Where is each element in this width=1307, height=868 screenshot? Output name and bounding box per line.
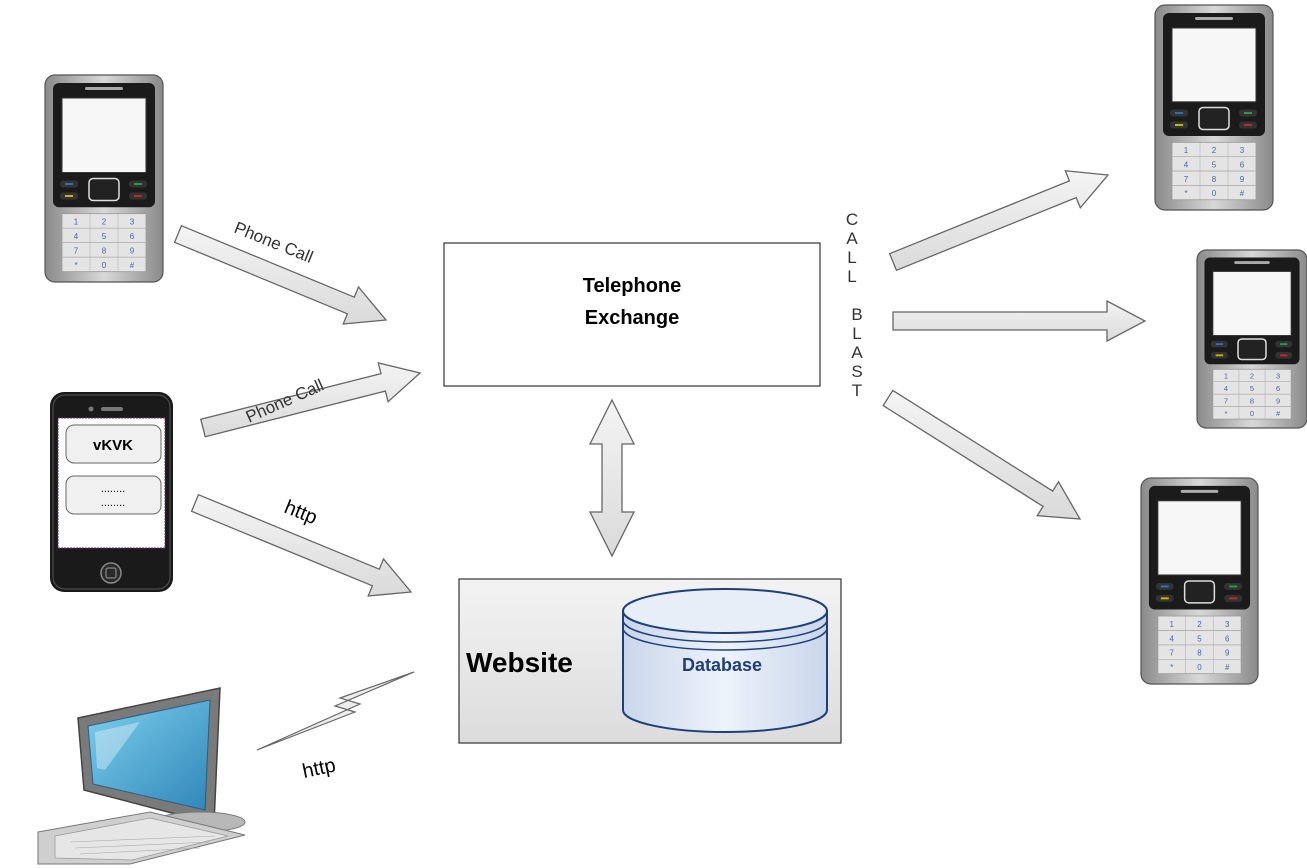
exchange-label-line2: Exchange	[585, 307, 679, 329]
keypad-key: 4	[1170, 634, 1175, 643]
keypad-key: 9	[1240, 175, 1245, 184]
keypad-key: 6	[1240, 160, 1245, 169]
keypad-key: 4	[1224, 384, 1228, 393]
exchange-website-double-arrow	[588, 398, 636, 558]
recipient-phone-mid-icon: 1 2 3 4 5 6 7 8 9 * 0 #	[1196, 249, 1307, 429]
call-blast-arrow-mid	[892, 299, 1147, 343]
keypad-key: 0	[102, 261, 107, 270]
vkvk-app-button[interactable]	[65, 424, 162, 464]
call-blast-letter: C	[846, 210, 858, 229]
call-blast-arrow-top	[888, 169, 1110, 272]
keypad-key: 4	[1184, 160, 1189, 169]
call-blast-letter: A	[851, 343, 863, 362]
keypad-key: 8	[1212, 175, 1217, 184]
keypad-key: #	[1225, 663, 1230, 672]
keypad-key: 0	[1212, 189, 1217, 198]
call-blast-letter: L	[852, 324, 861, 343]
keypad-key: 4	[74, 232, 79, 241]
keypad-key: 2	[1250, 372, 1254, 381]
phone-call-arrow-top	[173, 224, 388, 325]
call-blast-letter: B	[851, 305, 862, 324]
keypad-key: 5	[1212, 160, 1217, 169]
keypad-key: #	[1240, 189, 1245, 198]
keypad-key: 0	[1250, 409, 1254, 418]
keypad-key: 5	[102, 232, 107, 241]
keypad-key: 9	[1276, 397, 1280, 406]
smartphone-icon: vKVK ........ ........	[50, 392, 173, 592]
keypad-key: 7	[74, 247, 79, 256]
http-lightning-icon	[256, 671, 415, 751]
http-label-computer: http	[300, 754, 337, 782]
exchange-label-line1: Telephone	[583, 275, 682, 297]
placeholder-dots-1: ........	[101, 483, 125, 495]
database-label: Database	[682, 655, 762, 675]
http-arrow-smartphone	[190, 493, 413, 597]
keypad-key: *	[1224, 409, 1227, 418]
telephone-exchange-node: Telephone Exchange	[443, 242, 821, 387]
keypad-key: 8	[102, 247, 107, 256]
home-button-icon	[100, 562, 122, 584]
keypad-key: 3	[1276, 372, 1280, 381]
vkvk-app-label: vKVK	[93, 437, 133, 454]
keypad-key: 3	[130, 218, 135, 227]
call-blast-arrow-bottom	[882, 389, 1082, 520]
caller-phone-icon: 1 2 3 4 5 6 7 8 9 * 0 #	[44, 74, 164, 283]
database-icon	[622, 588, 828, 733]
keypad-key: *	[1184, 189, 1187, 198]
keypad-key: 7	[1170, 649, 1174, 658]
desktop-computer-icon	[37, 687, 246, 865]
keypad-key: #	[1276, 409, 1281, 418]
keypad-key: 6	[1225, 634, 1230, 643]
phone-call-arrow-mid	[200, 362, 422, 438]
keypad-key: 2	[1197, 620, 1201, 629]
call-blast-letter: A	[846, 229, 858, 248]
keypad-key: 8	[1250, 397, 1254, 406]
keypad-key: 7	[1184, 175, 1189, 184]
app-placeholder-button[interactable]	[65, 475, 162, 515]
keypad-key: 0	[1197, 663, 1202, 672]
keypad-key: 2	[1212, 146, 1217, 155]
http-label-smartphone: http	[281, 496, 320, 529]
call-blast-letter: S	[851, 362, 862, 381]
keypad-key: 1	[1224, 372, 1228, 381]
call-blast-letter: L	[847, 267, 856, 286]
recipient-phone-bottom-icon: 1 2 3 4 5 6 7 8 9 * 0 #	[1140, 477, 1259, 685]
keypad-key: *	[1170, 663, 1173, 672]
recipient-phone-top-icon: 1 2 3 4 5 6 7 8 9 * 0 #	[1154, 4, 1274, 211]
keypad-key: 3	[1240, 146, 1245, 155]
keypad-key: 1	[1170, 620, 1175, 629]
keypad-key: 8	[1197, 649, 1202, 658]
keypad-key: 7	[1224, 397, 1228, 406]
keypad-key: 2	[102, 218, 107, 227]
call-blast-letter: L	[847, 248, 856, 267]
website-label: Website	[466, 647, 573, 678]
keypad-key: #	[130, 261, 135, 270]
keypad-key: 9	[1225, 649, 1230, 658]
keypad-key: 1	[1184, 146, 1189, 155]
keypad-key: 5	[1197, 634, 1202, 643]
keypad-key: 3	[1225, 620, 1230, 629]
website-node: Website Database	[458, 578, 842, 744]
keypad-key: 1	[74, 218, 79, 227]
keypad-key: 6	[1276, 384, 1280, 393]
keypad-key: 9	[130, 247, 135, 256]
call-blast-letter: T	[852, 381, 862, 400]
keypad-key: 6	[130, 232, 135, 241]
placeholder-dots-2: ........	[101, 497, 125, 509]
keypad-key: *	[74, 261, 77, 270]
keypad-key: 5	[1250, 384, 1254, 393]
